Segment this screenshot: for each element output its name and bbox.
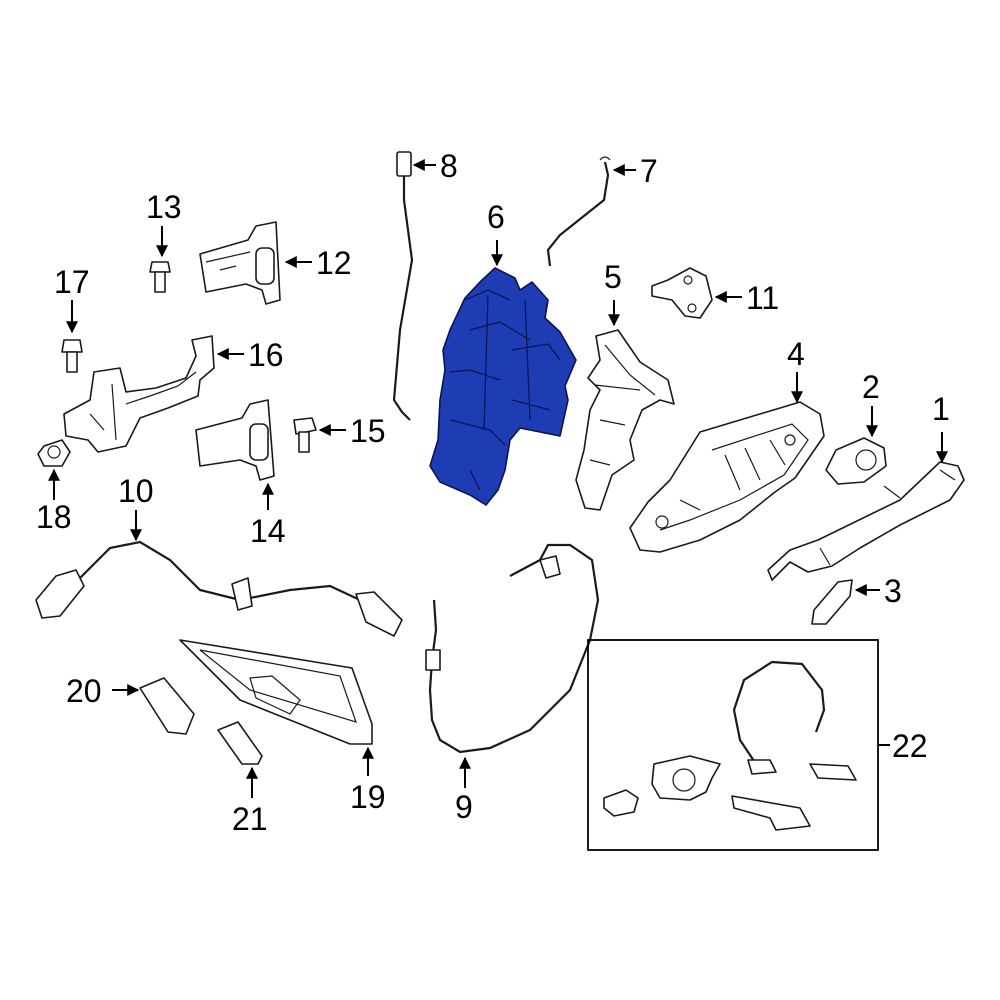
part-7-rod[interactable] bbox=[546, 156, 611, 267]
part-12-upper-hinge[interactable] bbox=[199, 221, 281, 305]
callout-11: 11 bbox=[746, 280, 779, 316]
part-22-box bbox=[587, 639, 879, 851]
callout-16: 16 bbox=[248, 337, 284, 373]
callout-1: 1 bbox=[932, 391, 950, 427]
callout-14: 14 bbox=[250, 513, 286, 549]
callout-15: 15 bbox=[350, 413, 386, 449]
part-14-lower-hinge[interactable] bbox=[195, 399, 275, 481]
part-2-cylinder-cover[interactable] bbox=[825, 437, 887, 485]
callout-19: 19 bbox=[350, 779, 386, 815]
part-17-bolt[interactable] bbox=[61, 339, 83, 373]
callout-12: 12 bbox=[316, 245, 352, 281]
part-9-cable[interactable] bbox=[425, 543, 600, 754]
callout-9: 9 bbox=[455, 789, 473, 825]
callout-13: 13 bbox=[146, 189, 182, 225]
part-5-bracket[interactable] bbox=[575, 329, 675, 511]
part-3-pad[interactable] bbox=[811, 579, 853, 625]
part-4-handle-bracket[interactable] bbox=[629, 401, 825, 553]
part-11-striker[interactable] bbox=[651, 267, 713, 319]
part-15-bolt[interactable] bbox=[293, 417, 317, 453]
callout-8: 8 bbox=[440, 148, 458, 184]
part-20-switch[interactable] bbox=[139, 677, 195, 735]
part-22-lock-set[interactable] bbox=[587, 639, 879, 851]
callout-2: 2 bbox=[862, 369, 880, 405]
part-18-nut[interactable] bbox=[37, 439, 71, 467]
callout-6: 6 bbox=[487, 199, 505, 235]
part-13-bolt[interactable] bbox=[149, 261, 171, 293]
part-19-inside-handle[interactable] bbox=[179, 639, 373, 745]
callout-21: 21 bbox=[232, 801, 268, 837]
callout-3: 3 bbox=[884, 573, 902, 609]
callout-20: 20 bbox=[66, 673, 102, 709]
part-16-door-check[interactable] bbox=[63, 335, 215, 453]
callout-7: 7 bbox=[640, 153, 658, 189]
callout-4: 4 bbox=[787, 336, 805, 372]
callout-10: 10 bbox=[118, 473, 154, 509]
part-6-door-latch[interactable] bbox=[429, 267, 577, 506]
part-8-rod[interactable] bbox=[392, 151, 414, 421]
callout-22: 22 bbox=[892, 728, 928, 764]
part-1-outside-handle[interactable] bbox=[767, 461, 965, 581]
callout-18: 18 bbox=[36, 499, 72, 535]
part-10-cable[interactable] bbox=[35, 540, 403, 637]
part-21-cover[interactable] bbox=[217, 721, 263, 765]
callout-17: 17 bbox=[54, 264, 90, 300]
callout-5: 5 bbox=[604, 259, 622, 295]
